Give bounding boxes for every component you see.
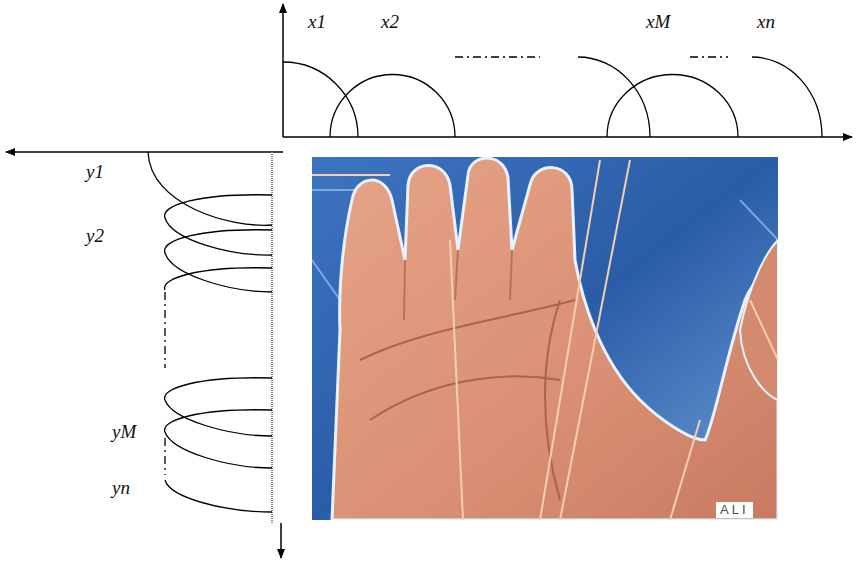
axis-label: x2 — [381, 12, 399, 31]
axis-label: y1 — [86, 162, 104, 181]
watermark: ALI — [716, 502, 753, 518]
axis-label: xn — [757, 12, 775, 31]
axis-label: y2 — [86, 226, 104, 245]
y-membership-curves — [148, 152, 272, 512]
x-membership-curves — [283, 57, 822, 137]
palm-photo — [312, 157, 778, 520]
x-axis — [283, 4, 852, 137]
y-axis — [6, 152, 283, 558]
axis-label: x1 — [308, 12, 326, 31]
axis-label: yM — [112, 422, 136, 441]
axis-label: yn — [112, 478, 130, 497]
axis-label: xM — [646, 12, 670, 31]
